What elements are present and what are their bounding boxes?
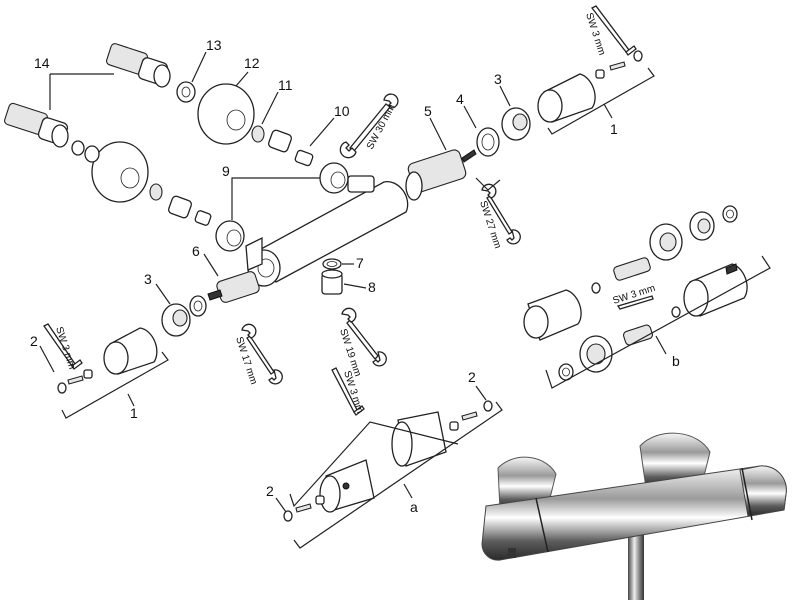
- callout-5: 5: [424, 103, 432, 119]
- callout-9: 9: [222, 163, 230, 179]
- rosette-12: 12: [197, 55, 260, 145]
- callout-11: 11: [278, 77, 293, 93]
- callout-14: 14: [34, 55, 50, 71]
- check-valve-6: 6: [192, 243, 260, 303]
- callout-3-left: 3: [144, 271, 152, 287]
- allen-key-left: SW 3 mm 2: [30, 323, 83, 373]
- strainer-11: 11: [251, 77, 293, 153]
- stop-part-3-left: 3: [144, 271, 191, 337]
- callout-13: 13: [206, 37, 222, 53]
- stop-part-3-top: 3: [494, 71, 531, 141]
- product-photo-thermostat: [481, 432, 787, 600]
- group-a: a 2 2: [266, 369, 503, 549]
- group-b: SW 3 mm b: [523, 205, 771, 389]
- callout-12: 12: [244, 55, 260, 71]
- callout-b: b: [672, 353, 680, 369]
- ring-left: [189, 295, 207, 317]
- thermo-cartridge-5: 5: [405, 103, 477, 201]
- nut-13: 13: [176, 37, 222, 103]
- callout-2-left: 2: [30, 333, 38, 349]
- callout-2-low: 2: [266, 483, 274, 499]
- callout-6: 6: [192, 243, 200, 259]
- callout-4: 4: [456, 91, 464, 107]
- callout-1-top: 1: [610, 121, 618, 137]
- s-union-upper: [106, 43, 171, 88]
- flow-8: 8: [321, 269, 376, 295]
- rosette-lower: [71, 140, 149, 203]
- callout-2-mid: 2: [468, 369, 476, 385]
- callout-8: 8: [368, 279, 376, 295]
- callout-a: a: [410, 499, 418, 515]
- callout-7: 7: [356, 255, 364, 271]
- valve-body: [245, 175, 409, 287]
- s-union-lower: [4, 102, 69, 148]
- handle-1-left: 1: [57, 327, 169, 421]
- leader-14: 14: [34, 55, 114, 110]
- oring-7: 7: [322, 255, 364, 271]
- handle-1-top: 1: [537, 50, 655, 137]
- callout-10: 10: [334, 103, 350, 119]
- callout-3-top: 3: [494, 71, 502, 87]
- wrench-sw19: SW 19 mm: [337, 307, 387, 378]
- sw3-left-label: SW 3 mm: [53, 326, 77, 371]
- connector-10: 10: [294, 103, 350, 167]
- ring-4: 4: [456, 91, 500, 157]
- wrench-sw27: SW 27 mm: [475, 177, 521, 250]
- allen-key-top: SW 3 mm: [583, 5, 637, 57]
- strainer-lower: [149, 183, 212, 226]
- callout-1-left: 1: [130, 405, 138, 421]
- wrench-sw17: SW 17 mm: [233, 323, 283, 386]
- nut-9: 9: [215, 162, 349, 252]
- sw27-label: SW 27 mm: [477, 200, 503, 250]
